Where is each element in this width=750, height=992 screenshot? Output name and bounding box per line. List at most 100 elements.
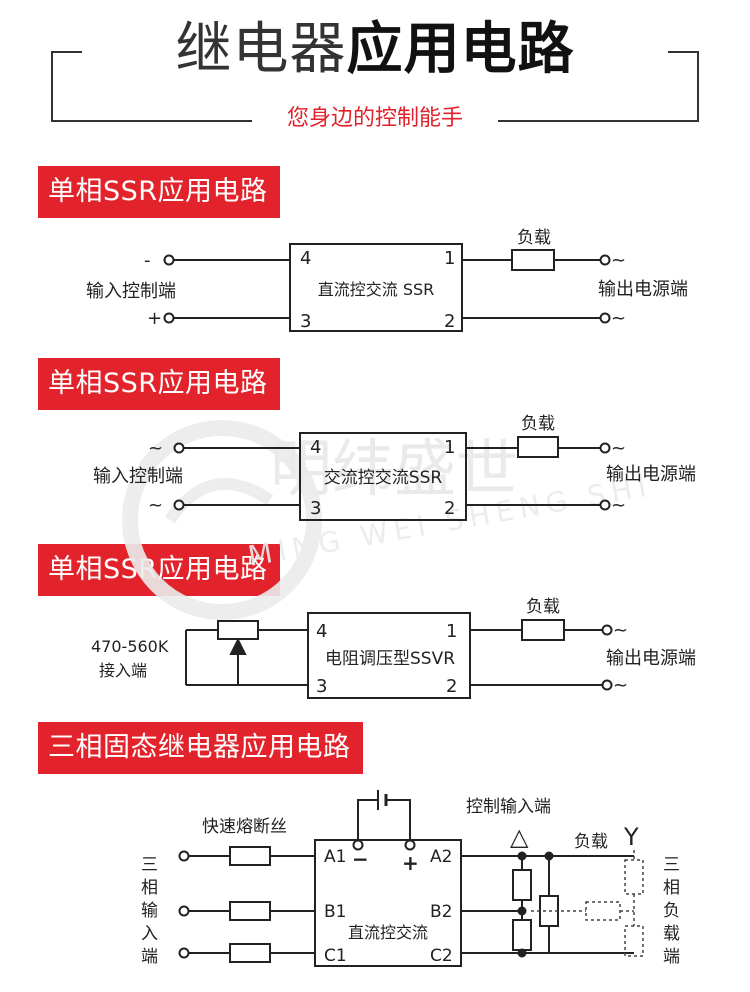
load-resistor-2 [517, 436, 559, 458]
ssr-module-1 [289, 243, 463, 332]
output-bottom-symbol-1: ~ [611, 308, 626, 329]
section-1-title: 单相SSR应用电路 [38, 166, 280, 218]
pin-1-label-3: 1 [446, 621, 457, 642]
pin-4-label-2: 4 [310, 437, 321, 458]
input-terminal-ac-bottom [173, 499, 185, 511]
pin-4-label: 4 [300, 248, 311, 269]
ssr-module-2 [299, 432, 467, 521]
input-minus-label: - [144, 250, 151, 271]
input-control-label-2: 输入控制端 [93, 466, 183, 487]
pin-3-label-2: 3 [310, 498, 321, 519]
fuse-b [229, 901, 271, 921]
wye-symbol: Y [623, 823, 639, 851]
load-resistor-3 [521, 619, 565, 641]
input-plus-label: + [147, 308, 162, 329]
output-terminal-top-1 [599, 254, 611, 266]
load-label-2: 负载 [521, 414, 555, 434]
output-terminal-top-2 [599, 442, 611, 454]
output-top-symbol-3: ~ [613, 620, 628, 641]
delta-symbol: △ [510, 823, 529, 851]
diagram-4 [178, 790, 644, 967]
frame-left [51, 51, 82, 122]
control-terminal-minus [352, 839, 364, 851]
pin-1-label: 1 [444, 248, 455, 269]
output-bottom-symbol-2: ~ [611, 495, 626, 516]
watermark-chinese: 明纬盛世 [270, 432, 518, 505]
three-phase-input-char-4: 入 [141, 924, 158, 944]
page-title-light: 继电器 [175, 17, 347, 82]
delta-resistor-1 [512, 869, 532, 901]
pin-3-label: 3 [300, 311, 311, 332]
pin-b1-label: B1 [324, 902, 346, 922]
ssvr-module [307, 612, 471, 699]
pin-2-label: 2 [444, 311, 455, 332]
pin-4-label-3: 4 [316, 621, 327, 642]
header-frame [51, 51, 699, 122]
input-terminal-minus [163, 254, 175, 266]
fuse-label: 快速熔断丝 [202, 817, 287, 837]
diagram-3 [185, 612, 613, 699]
output-power-label-3: 输出电源端 [606, 648, 696, 669]
three-phase-load-char-2: 相 [663, 878, 680, 898]
pin-2-label-2: 2 [444, 498, 455, 519]
input-ac-bottom-label: ~ [148, 495, 163, 516]
resistor-input-label: 接入端 [99, 661, 147, 680]
watermark-logo-swoosh [165, 478, 274, 524]
section-4-title: 三相固态继电器应用电路 [38, 722, 363, 774]
three-phase-module [314, 839, 462, 967]
output-bottom-symbol-3: ~ [613, 675, 628, 696]
page-title-bold: 应用电路 [346, 17, 575, 82]
pin-2-label-3: 2 [446, 676, 457, 697]
diagram-1-labels: - + 输入控制端 4 1 3 2 直流控交流 SSR 负载 ~ ~ 输出电源端 [86, 228, 688, 332]
module-label-3: 电阻调压型SSVR [325, 649, 455, 669]
module-label-2: 交流控交流SSR [324, 468, 443, 488]
output-terminal-bottom-1 [599, 312, 611, 324]
diagram-3-labels: 470-560K 接入端 4 1 3 2 电阻调压型SSVR 负载 ~ ~ 输出… [91, 597, 696, 697]
three-phase-load-char-4: 载 [663, 924, 680, 944]
three-phase-input-char-1: 三 [141, 855, 158, 875]
three-phase-load-char-3: 负 [663, 901, 680, 921]
wye-load-dotted [531, 850, 644, 957]
pin-c1-label: C1 [324, 946, 347, 966]
fuse-c [229, 943, 271, 963]
load-label-3: 负载 [526, 597, 560, 617]
output-terminal-bottom-3 [601, 679, 613, 691]
control-input-label: 控制输入端 [466, 797, 551, 817]
fuse-a [229, 846, 271, 866]
input-terminal-a [178, 850, 190, 862]
page-subtitle: 您身边的控制能手 [286, 106, 463, 131]
control-minus-symbol: − [352, 847, 369, 871]
section-2-title: 单相SSR应用电路 [38, 358, 280, 410]
module-label-4: 直流控交流 [348, 923, 428, 942]
output-terminal-bottom-2 [599, 499, 611, 511]
delta-resistor-2 [512, 919, 532, 951]
three-phase-load-char-1: 三 [663, 855, 680, 875]
diagram-2-labels: ~ ~ 输入控制端 4 1 3 2 交流控交流SSR 负载 ~ ~ 输出电源端 [93, 414, 696, 519]
pin-3-label-3: 3 [316, 676, 327, 697]
control-plus-symbol: + [402, 851, 419, 875]
page-title: 继电器应用电路 [0, 12, 750, 88]
frame-right [668, 51, 699, 122]
output-top-symbol-1: ~ [611, 250, 626, 271]
diagram-1 [163, 243, 611, 332]
three-phase-load-char-5: 端 [663, 947, 680, 967]
diagram-4-labels: 快速熔断丝 控制输入端 A1 B1 C1 A2 B2 C2 − + 直流控交流 … [141, 797, 680, 967]
input-terminal-ac-top [173, 442, 185, 454]
output-power-label-1: 输出电源端 [598, 279, 688, 300]
output-power-label-2: 输出电源端 [606, 464, 696, 485]
three-phase-input-char-2: 相 [141, 878, 158, 898]
diagram-2 [173, 432, 611, 521]
input-control-label: 输入控制端 [86, 281, 176, 302]
input-terminal-plus [163, 312, 175, 324]
input-ac-top-label: ~ [148, 438, 163, 459]
output-top-symbol-2: ~ [611, 438, 626, 459]
resistor-range-label: 470-560K [91, 637, 169, 656]
pin-b2-label: B2 [430, 902, 452, 922]
three-phase-input-char-3: 输 [141, 901, 158, 921]
module-label-1: 直流控交流 SSR [318, 280, 435, 299]
three-phase-input-char-5: 端 [141, 947, 158, 967]
potentiometer-wiper-arrow [229, 637, 247, 655]
pin-a2-label: A2 [430, 847, 452, 867]
load-resistor-1 [511, 249, 555, 271]
